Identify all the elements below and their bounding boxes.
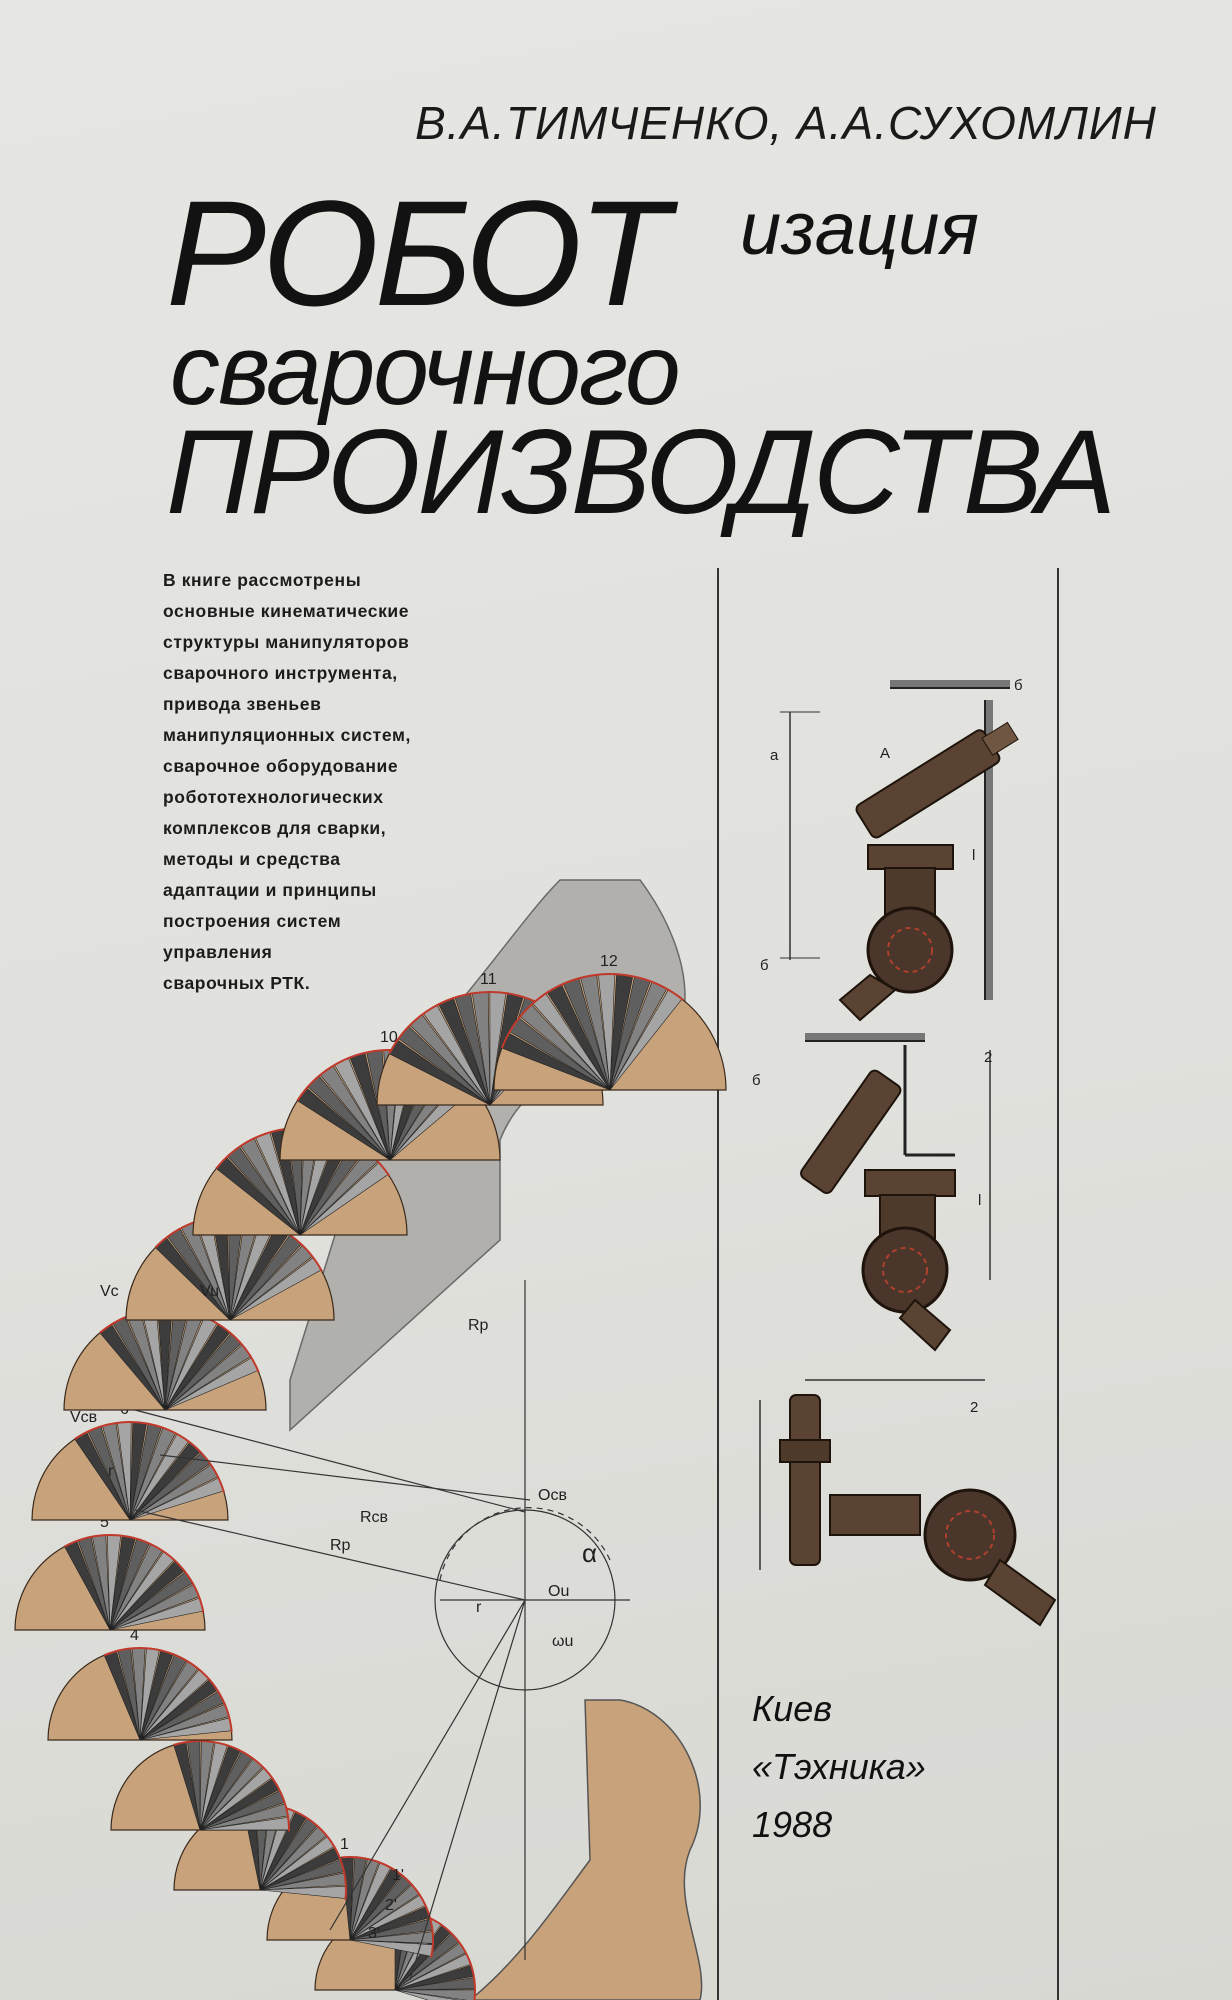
imprint-city: Киев — [752, 1688, 833, 1729]
title-part-proizvodstva: ПРОИЗВОДСТВА — [166, 405, 1116, 539]
robot1-label-b-top: б — [1014, 677, 1023, 694]
annotation-text: В книге рассмотрены основные кинематичес… — [163, 565, 583, 999]
robot1-label-A: А — [880, 745, 890, 762]
annotation-line: привода звеньев — [163, 694, 322, 714]
authors: В.А.ТИМЧЕНКО, А.А.СУХОМЛИН — [415, 97, 1157, 149]
annotation-line: сварочного инструмента, — [163, 663, 398, 683]
imprint-year: 1988 — [752, 1804, 833, 1845]
label-3prime: 3' — [368, 1925, 380, 1942]
label-ou: Ou — [548, 1583, 569, 1600]
label-alpha: α — [582, 1538, 597, 1568]
label-rsv: Rсв — [360, 1509, 388, 1526]
imprint: Киев «Тэхника» 1988 — [752, 1680, 926, 1854]
label-omega: ωu — [552, 1633, 573, 1650]
tan-region — [468, 1699, 703, 2000]
fan-sector: 6 — [31, 1401, 229, 1521]
label-vu: Vu — [200, 1283, 219, 1300]
robot-illustration-1: а А б б l — [760, 677, 1023, 1022]
robot1-label-b: б — [760, 957, 769, 974]
fan-sector: 3 — [110, 1720, 291, 1832]
annotation-line: основные кинематические — [163, 601, 410, 621]
fan-sector: 12 — [493, 953, 727, 1091]
annotation-line: В книге рассмотрены — [163, 570, 362, 590]
annotation-line: робототехнологических — [163, 787, 384, 807]
label-rp-1: Rp — [330, 1537, 351, 1554]
robot-illustration-3: 2 — [759, 1379, 1057, 1627]
fan-sector: 8 — [125, 1195, 335, 1321]
label-1prime: 1' — [392, 1867, 404, 1884]
robot2-label-b: б — [752, 1072, 761, 1089]
fan-number: 4 — [130, 1627, 139, 1644]
fan-sector: 4 — [47, 1627, 233, 1741]
label-vsv: Vсв — [70, 1409, 97, 1426]
robot3-label-2: 2 — [970, 1399, 978, 1416]
label-2prime: 2' — [385, 1897, 397, 1914]
fan-sector: 7 — [63, 1288, 267, 1411]
imprint-publisher: «Тэхника» — [752, 1746, 926, 1787]
annotation-line: методы и средства — [163, 849, 341, 869]
annotation-line: построения систем — [163, 911, 342, 931]
fan-number: 1 — [340, 1836, 349, 1853]
title-part-robot: РОБОТ — [166, 169, 669, 337]
annotation-line: управления — [163, 942, 273, 962]
fan-number: 12 — [600, 953, 618, 970]
robot-illustration-2: б l 2 — [752, 1033, 992, 1352]
fan-number: 5 — [100, 1514, 109, 1531]
annotation-line: структуры манипуляторов — [163, 632, 410, 652]
label-r-2: r — [476, 1599, 482, 1616]
label-osv: Oсв — [538, 1487, 567, 1504]
fan-sector: 5 — [14, 1514, 206, 1631]
annotation-line: комплексов для сварки, — [163, 818, 387, 838]
robot2-label-l: l — [978, 1192, 981, 1209]
title-part-svarochnogo: сварочного — [170, 314, 681, 426]
annotation-line: сварочное оборудование — [163, 756, 399, 776]
annotation-line: манипуляционных систем, — [163, 725, 411, 745]
label-vc: Vc — [100, 1283, 119, 1300]
robot1-label-l: l — [972, 847, 975, 864]
annotation-line: адаптации и принципы — [163, 880, 377, 900]
label-rp-2: Rp — [468, 1317, 489, 1334]
fan-number: 11 — [480, 971, 497, 988]
robot1-label-a: а — [770, 747, 779, 764]
robot2-label-2: 2 — [984, 1049, 992, 1066]
label-r-1: r — [108, 1463, 114, 1480]
fan-number: 10 — [380, 1029, 398, 1046]
annotation-line: сварочных РТК. — [163, 973, 311, 993]
title-part-izatsiya: изация — [740, 187, 979, 270]
